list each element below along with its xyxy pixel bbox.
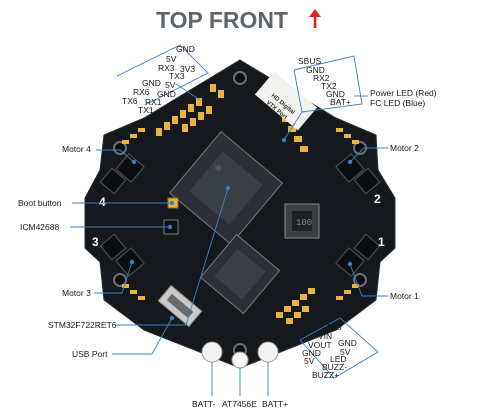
- pin-label: GND: [302, 348, 321, 358]
- motor-pads: [122, 128, 359, 300]
- power-led-label: Power LED (Red): [370, 88, 437, 98]
- motor-4-label: Motor 4: [62, 144, 91, 154]
- motor-2-label: Motor 2: [390, 143, 419, 153]
- up-arrow-icon: [309, 9, 321, 28]
- pin-label: BUZZ-: [322, 362, 347, 372]
- motor-1-label: Motor 1: [390, 291, 419, 301]
- batt-pos-label: BATT+: [262, 399, 288, 409]
- boot-button-label: Boot button: [18, 198, 62, 208]
- diagram-title: TOP FRONT: [156, 7, 288, 33]
- pin-label: GND: [157, 89, 176, 99]
- pin-label: TX2: [321, 81, 337, 91]
- pin-label: TX3: [169, 71, 185, 81]
- pin-label: TX6: [122, 96, 138, 106]
- osd-chip: [199, 233, 281, 315]
- uart-pads-top-left: [156, 84, 224, 136]
- pinout-top-left: GND 5V RX3 TX3 5V GND RX1 TX1 3V3 GND RX…: [122, 44, 195, 115]
- pin-label: 5V: [304, 356, 315, 366]
- motor-numbers: 2 4 3 1: [92, 192, 385, 249]
- battery-pads: [201, 341, 279, 369]
- pin-label: RX2: [313, 73, 330, 83]
- pin-label: 5V: [340, 347, 351, 357]
- pinout-top-right: SBUS GND RX2 TX2 GND BAT+: [298, 56, 351, 107]
- pin-label: GND: [306, 65, 325, 75]
- pin-label: GND: [176, 44, 195, 54]
- pin-label: BAT+: [330, 97, 351, 107]
- pin-label: VIN: [318, 331, 332, 341]
- pin-label: BUZZ+: [312, 370, 339, 380]
- osd-chip-label: AT7456E: [222, 399, 257, 409]
- pin-label: 5V: [165, 80, 176, 90]
- batt-neg-label: BATT-: [192, 399, 216, 409]
- mcu-label: STM32F722RET6: [48, 320, 117, 330]
- motor-number-2: 2: [374, 192, 381, 206]
- usb-port: [157, 284, 203, 328]
- motor-number-4: 4: [99, 195, 106, 209]
- motor-3-label: Motor 3: [62, 288, 91, 298]
- hd-vtx-connector: HD Digital VTX Port: [254, 71, 318, 131]
- pin-label: TX5: [326, 322, 342, 332]
- uart-pads-bottom-right: [276, 288, 315, 324]
- pin-label: 5V: [166, 54, 177, 64]
- pinout-bottom-right: TX5 VIN VOUT GND 5V GND 5V LED BUZZ- BUZ…: [302, 322, 357, 380]
- fc-led-label: FC LED (Blue): [370, 98, 425, 108]
- pin-label: 3V3: [180, 64, 195, 74]
- pin-label: SBUS: [298, 56, 321, 66]
- flight-controller-board: HD Digital VTX Port 100: [84, 59, 396, 369]
- inductor-marking: 100: [296, 218, 312, 228]
- pin-label: RX6: [133, 87, 150, 97]
- pin-label: RX1: [145, 97, 162, 107]
- pin-label: TX1: [138, 105, 154, 115]
- pin-label: GND: [142, 78, 161, 88]
- pin-label: LED: [330, 354, 347, 364]
- leader-lines: [70, 44, 388, 396]
- pin-label: RX3: [158, 63, 175, 73]
- power-inductor: 100: [284, 203, 320, 239]
- pin-label: VOUT: [308, 340, 332, 350]
- imu-label: ICM42688: [20, 222, 59, 232]
- motor-number-3: 3: [92, 235, 99, 249]
- motor-number-1: 1: [378, 235, 385, 249]
- pin-label: GND: [326, 89, 345, 99]
- pin-label: GND: [338, 338, 357, 348]
- usb-port-label: USB Port: [72, 349, 108, 359]
